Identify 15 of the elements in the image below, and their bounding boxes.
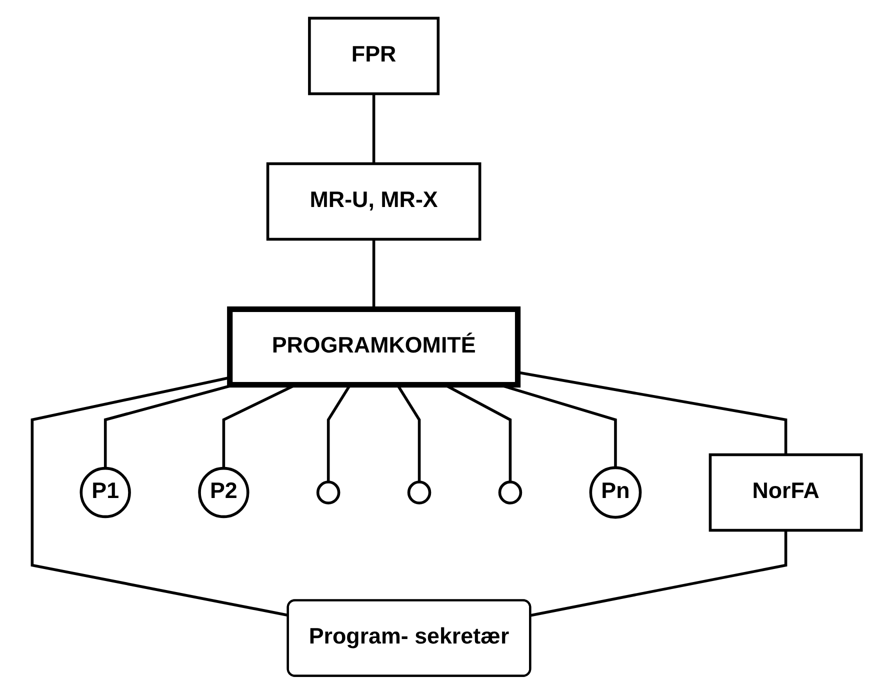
node-circle: [408, 480, 432, 504]
connector: [31, 376, 290, 616]
connector: [372, 238, 376, 309]
node-box: FPR: [308, 16, 440, 95]
node-circle: P1: [80, 466, 132, 518]
connector: [530, 530, 788, 616]
node-circle: Pn: [590, 466, 642, 518]
node-box: MR-U, MR-X: [266, 162, 482, 240]
node-box: PROGRAMKOMITÉ: [227, 306, 521, 388]
node-circle: [316, 480, 340, 504]
node-circle: P2: [198, 466, 250, 518]
connector: [372, 93, 376, 164]
node-box: NorFA: [709, 452, 863, 532]
connector: [518, 370, 788, 454]
node-circle: [498, 480, 522, 504]
